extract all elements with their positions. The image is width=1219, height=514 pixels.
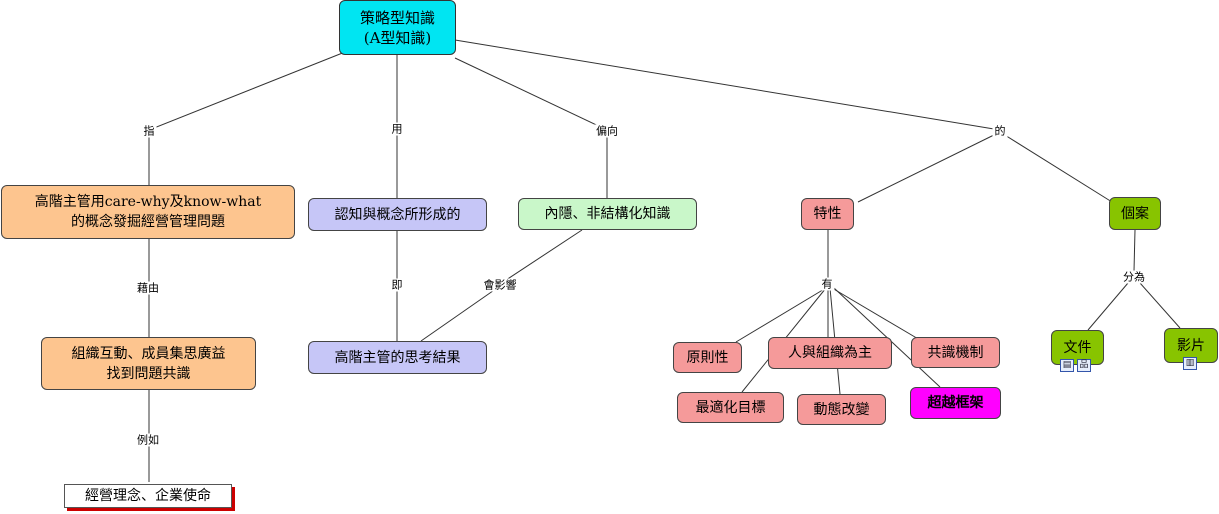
node-people-organization[interactable]: 人與組織為主 [768,337,892,369]
node-text: 高階主管用care-why及know-what [34,194,262,210]
node-text: 個案 [1121,205,1149,222]
film-icon[interactable]: ▥ [1183,357,1197,370]
line-divided-videos [1139,282,1181,329]
line-of-traits [857,131,1001,203]
node-text: 組織互動、成員集思廣益 [71,345,226,362]
link-label-divided: 分為 [1121,270,1147,284]
node-text: 的概念發掘經營管理問題 [70,214,225,230]
line-has-consensus [831,287,921,341]
node-text: 內隱、非結構化知識 [544,206,671,222]
line-tacit-affects [499,229,583,285]
node-transcend[interactable]: 超越框架 [910,387,1001,419]
node-text: 特性 [813,206,842,222]
node-text: 認知與概念所形成的 [334,206,461,223]
node-text: 高階主管的思考結果 [334,349,461,366]
line-root-of [454,39,1001,131]
line-divided-documents [1087,282,1129,331]
node-text: 共識機制 [927,344,984,361]
link-label-via: 藉由 [135,281,161,295]
line-of-cases [999,131,1113,203]
document-icon[interactable]: ▤ [1060,359,1074,372]
line-has-principled [735,287,827,343]
node-cognition[interactable]: 認知與概念所形成的 [308,198,487,231]
node-optimize[interactable]: 最適化目標 [677,392,784,423]
line-root-leans [454,57,608,131]
link-label-namely: 即 [389,278,405,292]
documents-resources: ▤ 品 [1060,359,1091,372]
link-label-uses: 用 [389,122,405,136]
videos-resources: ▥ [1183,357,1197,370]
node-text: 經營理念、企業使命 [85,488,211,504]
node-text: 動態改變 [813,401,870,418]
node-tacit-knowledge[interactable]: 內隱、非結構化知識 [518,198,697,230]
line-cases-divided [1133,229,1136,272]
node-senior-care-why[interactable]: 高階主管用care-why及know-what 的概念發掘經營管理問題 [1,185,295,239]
node-text: 超越框架 [927,395,984,411]
node-strategic-knowledge[interactable]: 策略型知識 (A型知識) [339,0,456,55]
node-principled[interactable]: 原則性 [673,342,742,373]
node-text: 人與組織為主 [788,345,872,361]
node-traits[interactable]: 特性 [801,198,854,230]
link-label-of: 的 [992,124,1008,138]
node-org-interaction[interactable]: 組織互動、成員集思廣益 找到問題共識 [41,337,256,390]
line-affects-thinking [420,285,501,342]
node-text: (A型知識) [363,28,432,47]
node-cases[interactable]: 個案 [1109,197,1161,230]
hierarchy-icon[interactable]: 品 [1077,359,1091,372]
link-label-leans: 偏向 [594,124,620,138]
line-root-refers [148,51,346,131]
node-text: 原則性 [686,349,729,366]
node-thinking-result[interactable]: 高階主管的思考結果 [308,341,487,374]
node-text: 最適化目標 [695,399,766,416]
node-example[interactable]: 經營理念、企業使命 [64,484,232,508]
link-label-refers: 指 [141,124,157,138]
link-label-for-example: 例如 [135,433,161,447]
node-text: 策略型知識 [359,8,435,27]
node-consensus[interactable]: 共識機制 [911,337,1000,368]
node-text: 找到問題共識 [106,365,191,382]
link-label-affects: 會影響 [481,278,519,292]
node-text: 影片 [1177,337,1205,354]
node-text: 文件 [1063,339,1092,356]
node-dynamic[interactable]: 動態改變 [797,394,886,425]
link-label-has: 有 [819,277,835,291]
